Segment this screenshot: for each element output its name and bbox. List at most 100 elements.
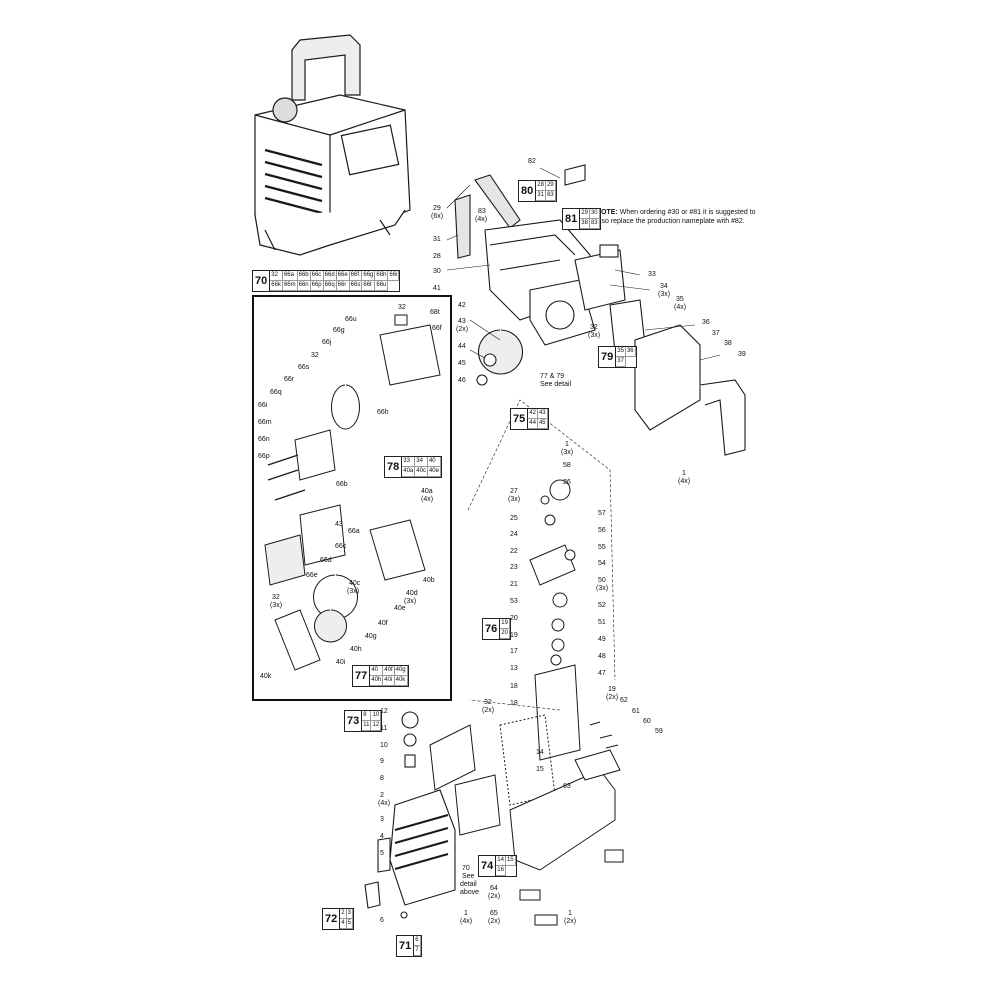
kit-part: 83: [589, 219, 600, 229]
kit-part: 66p: [310, 281, 324, 291]
kit-part: 11: [362, 721, 372, 731]
kit-part: 66r: [336, 281, 350, 291]
part-label: 9: [380, 758, 384, 765]
part-label: 66d: [320, 557, 332, 564]
part-label: 32: [590, 324, 598, 331]
part-label: 1: [464, 910, 468, 917]
kit-part: 32: [270, 271, 283, 281]
part-label: (3x): [404, 598, 417, 605]
part-label: 28: [433, 253, 441, 260]
kit-part: 66c: [310, 271, 324, 281]
kit-part: 38: [580, 219, 590, 229]
part-label: 3: [380, 816, 384, 823]
part-label: 66g: [333, 327, 345, 334]
leader-lines: [446, 167, 721, 711]
part-label: (2x): [564, 918, 577, 925]
kit-part: 83: [545, 191, 556, 201]
part-label: 17: [510, 648, 518, 655]
part-label: 40c: [349, 580, 361, 587]
kit-number: 71: [397, 936, 415, 956]
part-label: 68t: [430, 309, 440, 316]
part-label: 1: [568, 910, 572, 917]
part-label: 10: [380, 742, 388, 749]
kit-part: 33: [402, 457, 416, 467]
part-label: 57: [598, 510, 606, 517]
part-label: 33: [648, 271, 656, 278]
part-label: (3x): [588, 332, 601, 339]
part-label: See detail: [540, 381, 572, 388]
part-label: 1: [682, 470, 686, 477]
part-label: 64: [490, 885, 498, 892]
part-label: 52: [598, 602, 606, 609]
part-label: 58: [563, 462, 571, 469]
part-label: 35: [676, 296, 684, 303]
part-label: 51: [598, 619, 606, 626]
kit-part: 5: [346, 919, 353, 929]
part-label: 37: [712, 330, 720, 337]
part-label: 54: [598, 560, 606, 567]
part-label: 5: [380, 850, 384, 857]
part-label: (4x): [674, 304, 687, 311]
part-label: 59: [655, 728, 663, 735]
part-label: 66q: [270, 389, 282, 396]
kit-part: 66d: [323, 271, 337, 281]
part-label: (3x): [596, 585, 609, 592]
part-label: 53: [510, 598, 518, 605]
kit-number: 75: [511, 409, 529, 429]
kit-part: 66s: [349, 281, 363, 291]
part-label: 49: [598, 636, 606, 643]
part-label: 18: [510, 683, 518, 690]
kit-part: 7: [414, 946, 421, 956]
kit-number: 73: [345, 711, 363, 731]
kit-part: 42: [528, 409, 538, 419]
part-label: 40f: [378, 620, 388, 627]
frame-assembly-illustration: [454, 164, 746, 456]
part-label: 83: [478, 208, 486, 215]
part-label: 43: [335, 521, 343, 528]
kit-part: 37: [616, 357, 626, 367]
part-label: 29: [433, 205, 441, 212]
part-label: (3x): [347, 588, 360, 595]
kit-part: 66m: [282, 281, 298, 291]
part-label: (2x): [488, 893, 501, 900]
kit-part: 2: [340, 909, 347, 919]
kit-number: 79: [599, 347, 617, 367]
part-label: (6x): [431, 213, 444, 220]
part-label: 34: [660, 283, 668, 290]
part-label: (2x): [488, 918, 501, 925]
part-label: 62: [620, 697, 628, 704]
part-label: 66h: [377, 409, 389, 416]
part-label: 23: [510, 564, 518, 571]
kit-part: 29: [580, 209, 590, 219]
kit-part: 29: [545, 181, 556, 191]
kit-part: 45: [537, 419, 548, 429]
part-label: 20: [510, 615, 518, 622]
kit-number: 72: [323, 909, 341, 929]
part-label: 46: [458, 377, 466, 384]
kit-part: 66t: [362, 281, 376, 291]
part-label: 40a: [421, 488, 433, 495]
kit-part: 3: [346, 909, 353, 919]
part-label: (2x): [456, 326, 469, 333]
part-label: 4: [380, 833, 384, 840]
detail-box-illustration: [264, 314, 441, 671]
kit-part: 66f: [349, 271, 363, 281]
part-label: 6: [380, 917, 384, 924]
kit-part: 66g: [362, 271, 376, 281]
part-label: 44: [458, 343, 466, 350]
kit-part: 19: [500, 619, 510, 629]
kit-part: 31: [536, 191, 546, 201]
kit-number: 70: [253, 271, 271, 291]
part-label: 65: [490, 910, 498, 917]
part-label: 40b: [423, 577, 435, 584]
